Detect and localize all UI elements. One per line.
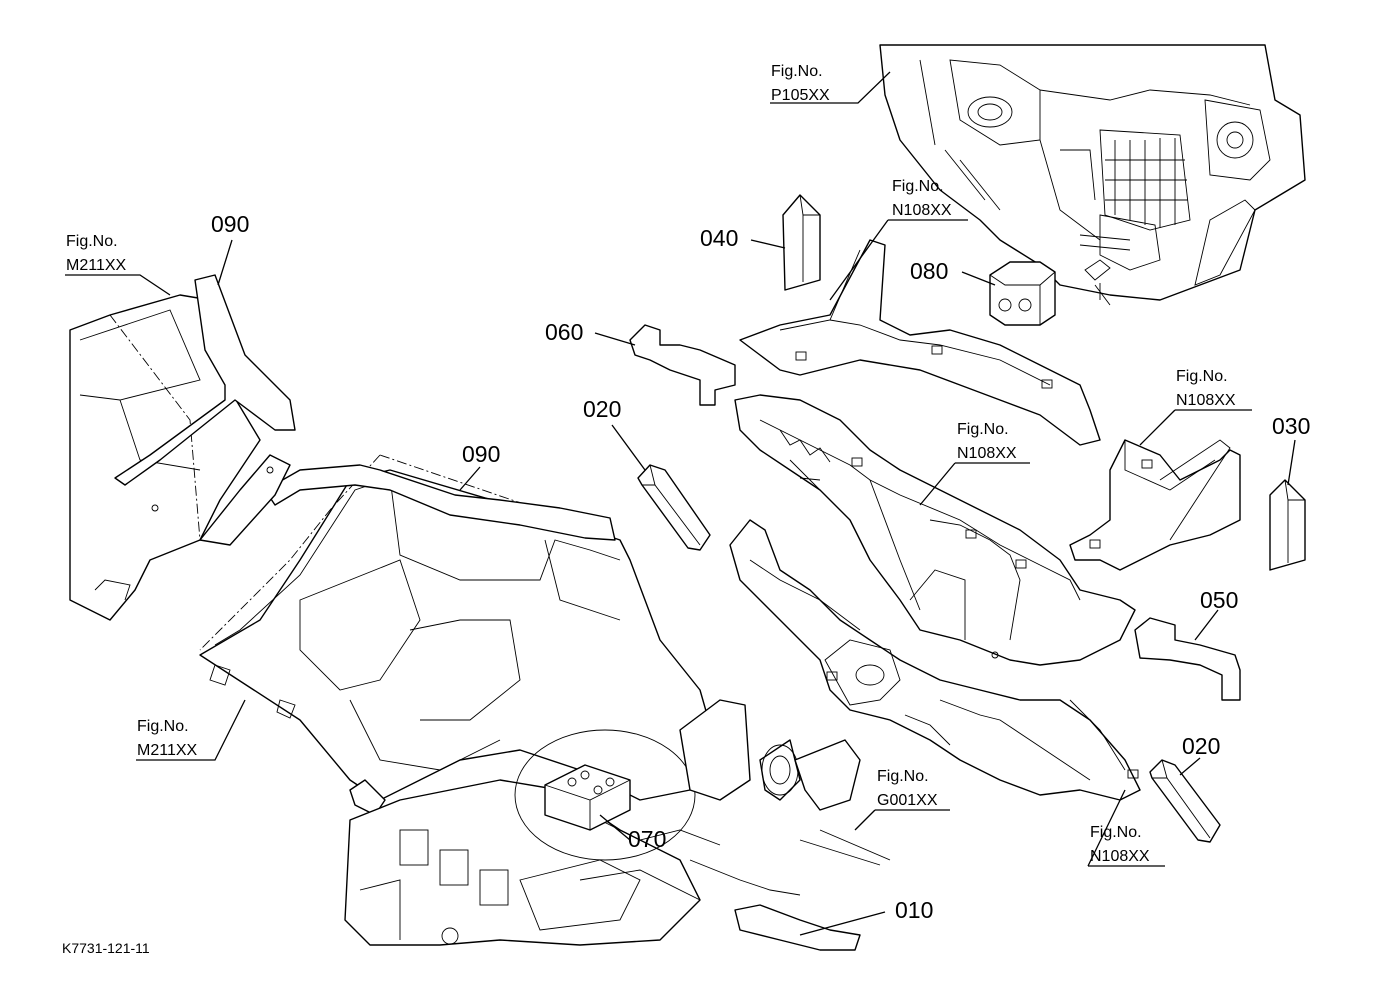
part-030-label: 030: [1272, 413, 1310, 439]
hvac-unit-drawing: [879, 44, 1306, 306]
block-070-drawing: [514, 729, 696, 861]
pad-030-drawing: [1269, 479, 1306, 571]
part-080-label: 080: [910, 258, 948, 284]
fig-label-g001: Fig.No.: [877, 768, 929, 785]
fig-ref-n108xx-middle: N108XX: [957, 445, 1017, 462]
diagram-code: K7731-121-11: [62, 940, 150, 956]
leader-lines: [65, 71, 1296, 936]
fig-ref-g001xx: G001XX: [877, 792, 938, 809]
left-upper-panel-drawing: [69, 294, 261, 621]
part-060-label: 060: [545, 319, 583, 345]
pad-020-lower-drawing: [1149, 759, 1221, 843]
right-duct-drawing: [1069, 439, 1241, 571]
part-020-upper-label: 020: [583, 396, 621, 422]
part-090-lower-label: 090: [462, 441, 500, 467]
part-040-label: 040: [700, 225, 738, 251]
lower-duct-drawing: [729, 519, 1141, 801]
pad-020-upper-drawing: [637, 464, 711, 551]
fig-ref-n108xx-top: N108XX: [892, 202, 952, 219]
seal-090-upper-drawing: [114, 274, 296, 486]
pipe-010-drawing: [689, 859, 861, 951]
fig-label-n108-lower: Fig.No.: [1090, 824, 1142, 841]
fig-ref-m211xx-upper: M211XX: [66, 257, 127, 274]
fig-ref-n108xx-right: N108XX: [1176, 392, 1236, 409]
middle-duct-drawing: [734, 394, 1136, 666]
part-050-label: 050: [1200, 587, 1238, 613]
lower-frame-drawing: [344, 779, 721, 946]
fig-ref-p105xx: P105XX: [771, 87, 830, 104]
fig-label-m211-upper: Fig.No.: [66, 233, 118, 250]
part-020-lower-label: 020: [1182, 733, 1220, 759]
fig-ref-n108xx-lower: N108XX: [1090, 848, 1150, 865]
fig-label-m211-lower: Fig.No.: [137, 718, 189, 735]
fig-label-n108-right: Fig.No.: [1176, 368, 1228, 385]
pad-040-drawing: [782, 194, 821, 291]
fig-ref-m211xx-lower: M211XX: [137, 742, 198, 759]
part-010-label: 010: [895, 897, 933, 923]
fig-label-p105: Fig.No.: [771, 63, 823, 80]
seal-060-drawing: [629, 324, 736, 406]
fig-label-n108-top: Fig.No.: [892, 178, 944, 195]
bracket-left-drawing: [199, 454, 386, 816]
part-090-upper-label: 090: [211, 211, 249, 237]
pillar-bracket-drawing: [679, 699, 891, 866]
part-070-label: 070: [628, 826, 666, 852]
block-080-drawing: [989, 261, 1056, 326]
seal-090-lower-drawing: [264, 464, 616, 541]
seal-050-drawing: [1134, 617, 1241, 701]
fig-label-n108-middle: Fig.No.: [957, 421, 1009, 438]
